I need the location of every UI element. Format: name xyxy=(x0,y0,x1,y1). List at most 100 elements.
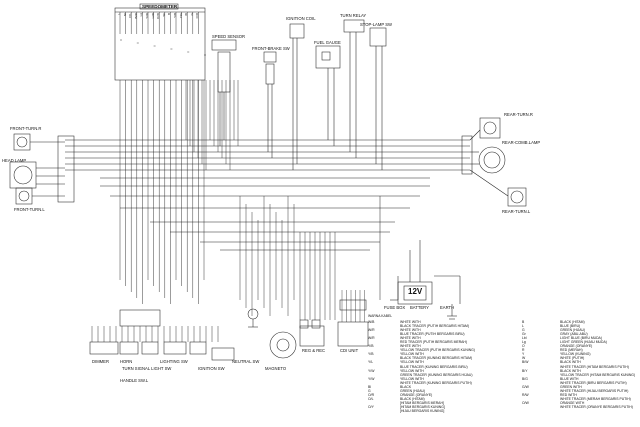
rear-turn-r-label: REAR-TURN.R xyxy=(504,112,533,117)
neutral-sw-label: NEUTRAL SW xyxy=(232,359,260,364)
legend-entry: BLACK (HITAM) xyxy=(560,320,585,324)
legend-entry: GREEN (HIJAU) xyxy=(560,328,586,333)
earth-label: EARTH xyxy=(440,305,455,310)
magneto-label: MAGNETO xyxy=(265,366,287,371)
legend-entry: W/B xyxy=(368,320,375,324)
legend-entry: B/W xyxy=(522,360,529,365)
speedometer-pin-label: OIL xyxy=(128,13,133,18)
legend-entry: RED TRACER (PUTIH BERGARIS MERAH) xyxy=(400,340,468,345)
speedometer-pin-label: Y/G xyxy=(178,13,183,19)
legend-entry: O/L xyxy=(368,396,374,401)
legend-entry: YELLOW TRACER (HITAM BERGARIS KUNING) xyxy=(560,372,636,377)
legend-entry: Gr xyxy=(522,332,526,337)
speedometer-pin-label: Lg xyxy=(139,13,144,17)
ignition-coil-label: IGNITION COIL xyxy=(286,16,316,21)
rear-turn-l-label: REAR-TURN.L xyxy=(502,209,531,214)
speedometer-label: SPEEDOMETER xyxy=(142,4,178,9)
legend-entry: G xyxy=(522,328,525,333)
legend-entry: W/R xyxy=(368,328,375,333)
front-turn-l-label: FRONT-TURN.L xyxy=(14,207,45,212)
fuse-box-label: FUSE BOX xyxy=(384,305,406,310)
legend-entry: Lg xyxy=(522,340,526,345)
legend-entry: [HITAM BERGARIS MERAH] xyxy=(400,400,444,405)
legend-entry: R xyxy=(522,348,525,353)
legend-entry: O/R xyxy=(368,392,375,397)
ignition-sw-label: IGNITION SW xyxy=(198,366,225,371)
legend-entry: R/W xyxy=(522,392,529,397)
legend-entry: Y/W xyxy=(368,368,375,373)
dimmer-label: DIMMER xyxy=(92,359,109,364)
reg-rec-label: REG & REC xyxy=(302,348,326,353)
head-lamp-label: HEAD LAMP xyxy=(2,158,27,163)
legend-entry: Bl xyxy=(368,384,372,389)
speedometer-pin-label: Y/W xyxy=(145,13,149,19)
speedometer-pin-label: Nt xyxy=(122,13,127,16)
legend-entry: BLACK (HITAM) xyxy=(400,396,425,401)
legend-entry: Y/W xyxy=(368,376,375,381)
legend-entry: ORANGE (ORANYE) xyxy=(400,392,433,397)
legend-entry xyxy=(522,405,529,409)
turn-signal-light-sw-label: TURN SIGNAL LIGHT SW xyxy=(122,366,172,371)
legend-entry: B/G xyxy=(522,376,528,381)
legend-entry: BLUE TRACER (KUNING BERGARIS BIRU) xyxy=(400,364,468,369)
legend-entry: Y/L xyxy=(368,360,374,365)
legend-entry: LIGHT GREEN (HIJAU MUDA) xyxy=(560,340,607,345)
legend-entry: ORANGE WITH xyxy=(560,400,585,405)
legend-entry: BLACK WITH xyxy=(560,368,581,373)
legend-entry: BLACK TRACER (KUNING BERGARIS HITAM) xyxy=(400,356,473,361)
legend-entry: [HIJAU BERGARIS KUNING] xyxy=(400,409,445,414)
legend-entry: WHITE TRACER (HIJAU BERGARIS PUTIH) xyxy=(560,388,629,393)
legend-entry: BLACK TRACER (PUTIH BERGARIS HITAM) xyxy=(400,324,470,329)
speedometer-body xyxy=(114,7,206,81)
legend-entry: O xyxy=(522,344,525,349)
cdi-unit-label: CDI UNIT xyxy=(340,348,359,353)
legend-entry: O/Y xyxy=(368,404,374,409)
legend-entry: W xyxy=(522,356,526,361)
speedometer-pin-label: L/W xyxy=(150,13,155,19)
legend-entry: Y/B xyxy=(368,352,374,357)
legend-entry: ORANGE (ORANYE) xyxy=(560,344,593,349)
speed-sensor-label: SPEED SENSOR xyxy=(212,34,246,39)
battery-voltage: 12V xyxy=(408,287,423,296)
speedometer-pin-label: W xyxy=(184,13,189,16)
legend-entry: Y xyxy=(522,352,525,357)
front-brake-sw-label: FRONT-BRAKE SW xyxy=(252,46,290,51)
legend-entry: BLUE TRACER (PUTIH BERGARIS BIRU) xyxy=(400,332,465,337)
speedometer-pin-label: O/R xyxy=(195,13,200,19)
legend-entry: WHITE WITH xyxy=(400,336,421,341)
speedometer-pin-label: Sb xyxy=(161,13,166,17)
handle-sw-l-label: HANDLE SW.L xyxy=(120,378,149,383)
legend-entry: YELLOW WITH xyxy=(400,376,424,381)
legend-entry: WHITE (PUTIH) xyxy=(560,356,585,361)
legend-entry: W/R xyxy=(368,336,375,341)
legend-entry: WHITE WITH xyxy=(400,320,421,324)
legend-entry: GRAY (ABU-ABU) xyxy=(560,332,588,337)
legend-entry: LIGHT BLUE (BIRU MUDA) xyxy=(560,336,602,341)
turn-relay-label: TURN RELAY xyxy=(340,13,367,18)
fuel-gauge-label: FUEL GAUGE xyxy=(314,40,341,45)
legend-entry: YELLOW WITH xyxy=(400,368,424,373)
legend-entry: WHITE TRACER (MERAH BERGARIS PUTIH) xyxy=(560,396,631,401)
legend-entry: WHITE TRACER (BIRU BERGARIS PUTIH) xyxy=(560,380,627,385)
horn-label: HORN xyxy=(120,359,133,364)
legend-entry: RED WITH xyxy=(560,392,577,397)
legend-entry: GREEN (HIJAU) xyxy=(400,388,426,393)
speedometer-pin-label: B/W xyxy=(133,13,138,19)
legend-entry: BLUE WITH xyxy=(560,376,579,381)
rear-comb-lamp-label: REAR-COMB.LAMP xyxy=(502,140,541,145)
legend-entry: WHITE TRACER (KUNING BERGARIS PUTIH) xyxy=(400,380,472,385)
legend-entry: G xyxy=(368,388,371,393)
legend-entry: WHITE TRACER (HITAM BERGARIS PUTIH) xyxy=(560,364,629,369)
legend-entry: BLACK WITH xyxy=(560,360,581,365)
legend-entry: GREEN TRACER (KUNING BERGARIS HIJAU) xyxy=(400,372,473,377)
speedometer-title-box xyxy=(139,3,179,10)
legend-entry: GREEN WITH xyxy=(560,384,582,389)
lighting-sw-label: LIGHTING SW xyxy=(160,359,188,364)
legend-entry: B xyxy=(522,320,525,324)
legend-entry: [HITAM BERGARIS KUNING] xyxy=(400,404,445,409)
legend-entry: YELLOW WITH xyxy=(400,352,424,357)
